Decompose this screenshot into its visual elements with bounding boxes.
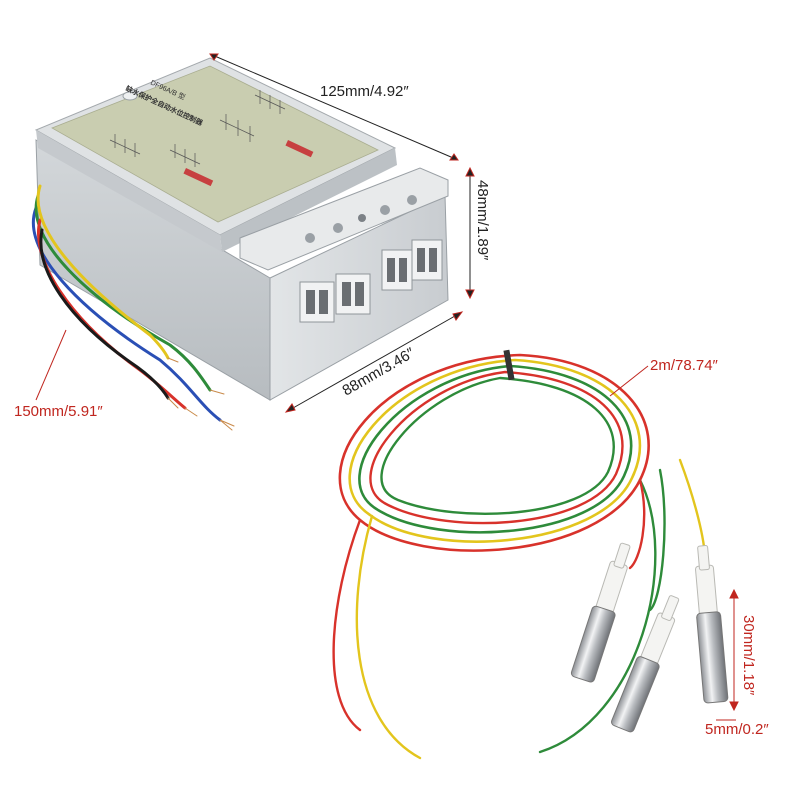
wire-green	[538, 478, 657, 754]
wire-black	[39, 228, 170, 400]
terminal-screw	[305, 233, 315, 243]
lead-length-label: 150mm/5.91″	[14, 403, 103, 420]
terminal	[299, 281, 335, 323]
terminal-screw	[407, 195, 417, 205]
wire-red	[338, 353, 650, 552]
wire-green	[358, 364, 633, 534]
red-warning-print	[183, 167, 214, 187]
center-screw	[358, 214, 366, 222]
sensor-cable-coil	[332, 349, 707, 760]
red-warning-print	[285, 140, 314, 158]
probe-length-label: 30mm/1.18″	[740, 615, 757, 696]
wire-green	[380, 376, 615, 516]
terminal-block	[239, 167, 449, 323]
height-dimension-label: 48mm/1.89″	[474, 180, 491, 261]
probe-diameter-label: 5mm/0.2″	[705, 721, 769, 738]
wire-red	[628, 478, 646, 570]
terminal-screw	[380, 205, 390, 215]
cable-length-label: 2m/78.74″	[650, 357, 719, 374]
wiring-diagram	[109, 90, 286, 167]
length-dimension-label: 125mm/4.92″	[320, 83, 409, 100]
cable-tie	[503, 349, 515, 381]
wire-red	[332, 518, 362, 732]
lead-wires	[32, 184, 235, 431]
terminal	[381, 249, 413, 291]
wire-red	[369, 370, 624, 525]
probe	[611, 595, 680, 733]
copper-strands	[167, 357, 235, 431]
wire-green	[648, 468, 666, 612]
box-lid-rim-front	[220, 148, 397, 252]
wire-yellow	[678, 458, 707, 562]
wire-yellow	[36, 184, 170, 360]
terminal-screw	[333, 223, 343, 233]
label-plate	[51, 65, 379, 223]
wire-yellow	[348, 358, 642, 543]
dimension-lines	[35, 53, 739, 721]
probe	[570, 542, 631, 683]
controller-box: DF96A/B 型 缺水保护全自动水位控制器	[34, 57, 449, 401]
terminal	[411, 239, 443, 281]
terminal	[335, 273, 371, 315]
box-lid-rim	[36, 130, 222, 252]
screw-hole	[122, 91, 138, 101]
wire-yellow	[355, 514, 422, 760]
probe	[695, 545, 729, 704]
